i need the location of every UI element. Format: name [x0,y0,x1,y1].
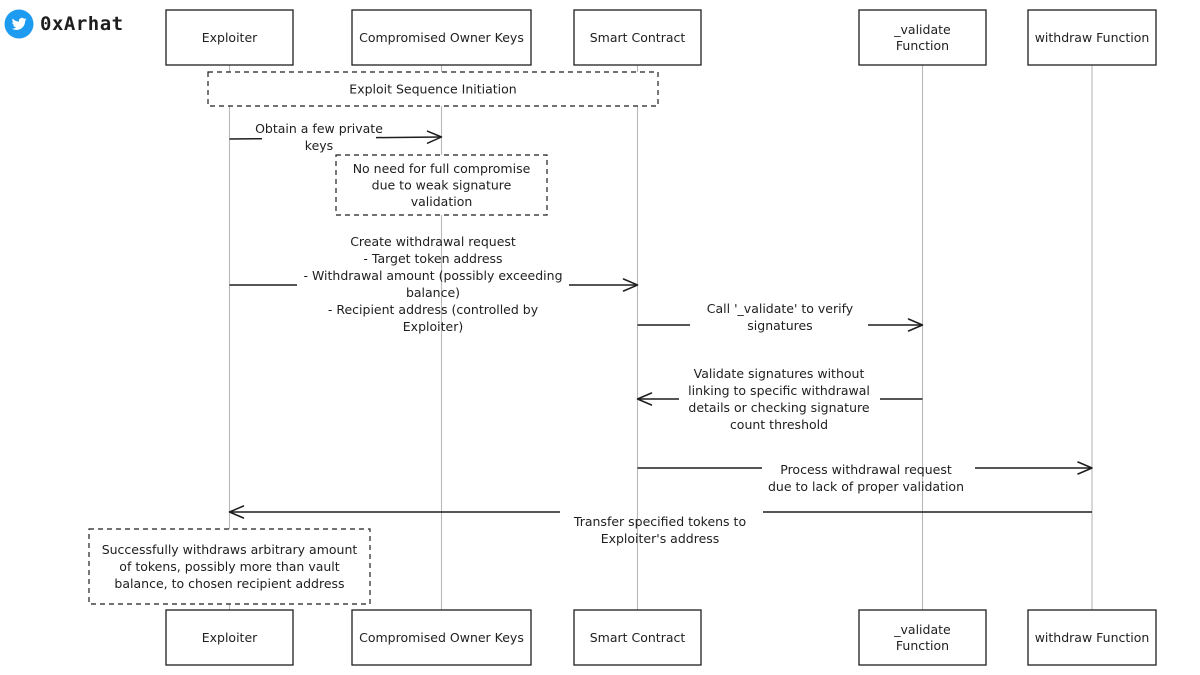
participant-label: Smart Contract [590,630,686,645]
message-label: Validate signatures without [694,366,865,381]
brand: 0xArhat [4,9,124,39]
note-text: balance, to chosen recipient address [114,576,344,591]
participant-box [858,9,987,66]
message-arrow-head [426,130,443,144]
participant-label: Function [896,38,949,53]
note-text: of tokens, possibly more than vault [119,559,339,574]
message-label: balance) [406,285,460,300]
participant-label: Exploiter [202,630,258,645]
note-text: Successfully withdraws arbitrary amount [102,542,358,557]
participant-box [573,9,702,66]
message-arrow-head [228,505,245,519]
note-text: Exploit Sequence Initiation [349,81,516,96]
participant-label: Compromised Owner Keys [359,30,524,45]
participant-label: Smart Contract [590,30,686,45]
participant-box [573,609,702,666]
message-label: - Recipient address (controlled by [328,302,539,317]
message-label: Exploiter's address [601,531,720,546]
message-label: Transfer specified tokens to [573,514,746,529]
participant-box [1027,609,1157,666]
participant-withdraw-top: withdraw Function [1027,9,1157,66]
message-process-withdrawal: Process withdrawal request due to lack of… [637,461,1093,494]
note-text: due to weak signature [372,177,512,192]
participant-contract-top: Smart Contract [573,9,702,66]
note-text: validation [411,194,473,209]
message-arrow-line [375,136,442,139]
message-label: - Target token address [363,251,502,266]
participant-contract-bottom: Smart Contract [573,609,702,666]
message-label: due to lack of proper validation [768,479,964,494]
message-call-validate: Call '_validate' to verify signatures [637,301,924,333]
participant-box [351,609,532,666]
message-arrow-head [622,278,639,292]
message-arrow-head [907,318,924,332]
participant-keys-bottom: Compromised Owner Keys [351,609,532,666]
participant-keys-top: Compromised Owner Keys [351,9,532,66]
message-transfer-tokens: Transfer specified tokens to Exploiter's … [228,505,1092,546]
participant-label: withdraw Function [1035,630,1150,645]
participant-box [165,609,294,666]
note-box [88,528,371,605]
participant-withdraw-bottom: withdraw Function [1027,609,1157,666]
message-label: signatures [747,318,812,333]
note-outcome: Successfully withdraws arbitrary amount o… [88,528,371,605]
participant-box [858,609,987,666]
note-box [335,154,548,216]
message-label: Create withdrawal request [350,234,516,249]
note-text: No need for full compromise [353,161,531,176]
participant-box [1027,9,1157,66]
message-arrow-head [636,392,653,406]
participant-exploiter-bottom: Exploiter [165,609,294,666]
participant-label: _validate [893,22,951,37]
message-label: Process withdrawal request [780,462,952,477]
message-label: - Withdrawal amount (possibly exceeding [303,268,562,283]
participant-label: withdraw Function [1035,30,1150,45]
note-sequence-initiation: Exploit Sequence Initiation [207,71,659,107]
participant-label: Exploiter [202,30,258,45]
message-obtain-keys: Obtain a few private keys [229,121,443,153]
message-validate-signatures: Validate signatures without linking to sp… [636,366,923,432]
participant-exploiter-top: Exploiter [165,9,294,66]
participant-box [165,9,294,66]
message-label: keys [305,138,333,153]
participant-label: _validate [893,622,951,637]
message-label: details or checking signature [688,400,869,415]
twitter-bird-icon [4,9,34,39]
message-label: Obtain a few private [255,121,383,136]
participant-box [351,9,532,66]
message-label: Call '_validate' to verify [707,301,854,316]
participant-label: Function [896,638,949,653]
message-create-request: Create withdrawal request - Target token … [229,234,639,334]
participant-label: Compromised Owner Keys [359,630,524,645]
note-box [207,71,659,107]
message-label: linking to specific withdrawal [688,383,870,398]
author-handle: 0xArhat [40,13,124,35]
message-arrow-head [1077,461,1093,475]
message-label: Exploiter) [403,319,463,334]
message-label: count threshold [730,417,828,432]
